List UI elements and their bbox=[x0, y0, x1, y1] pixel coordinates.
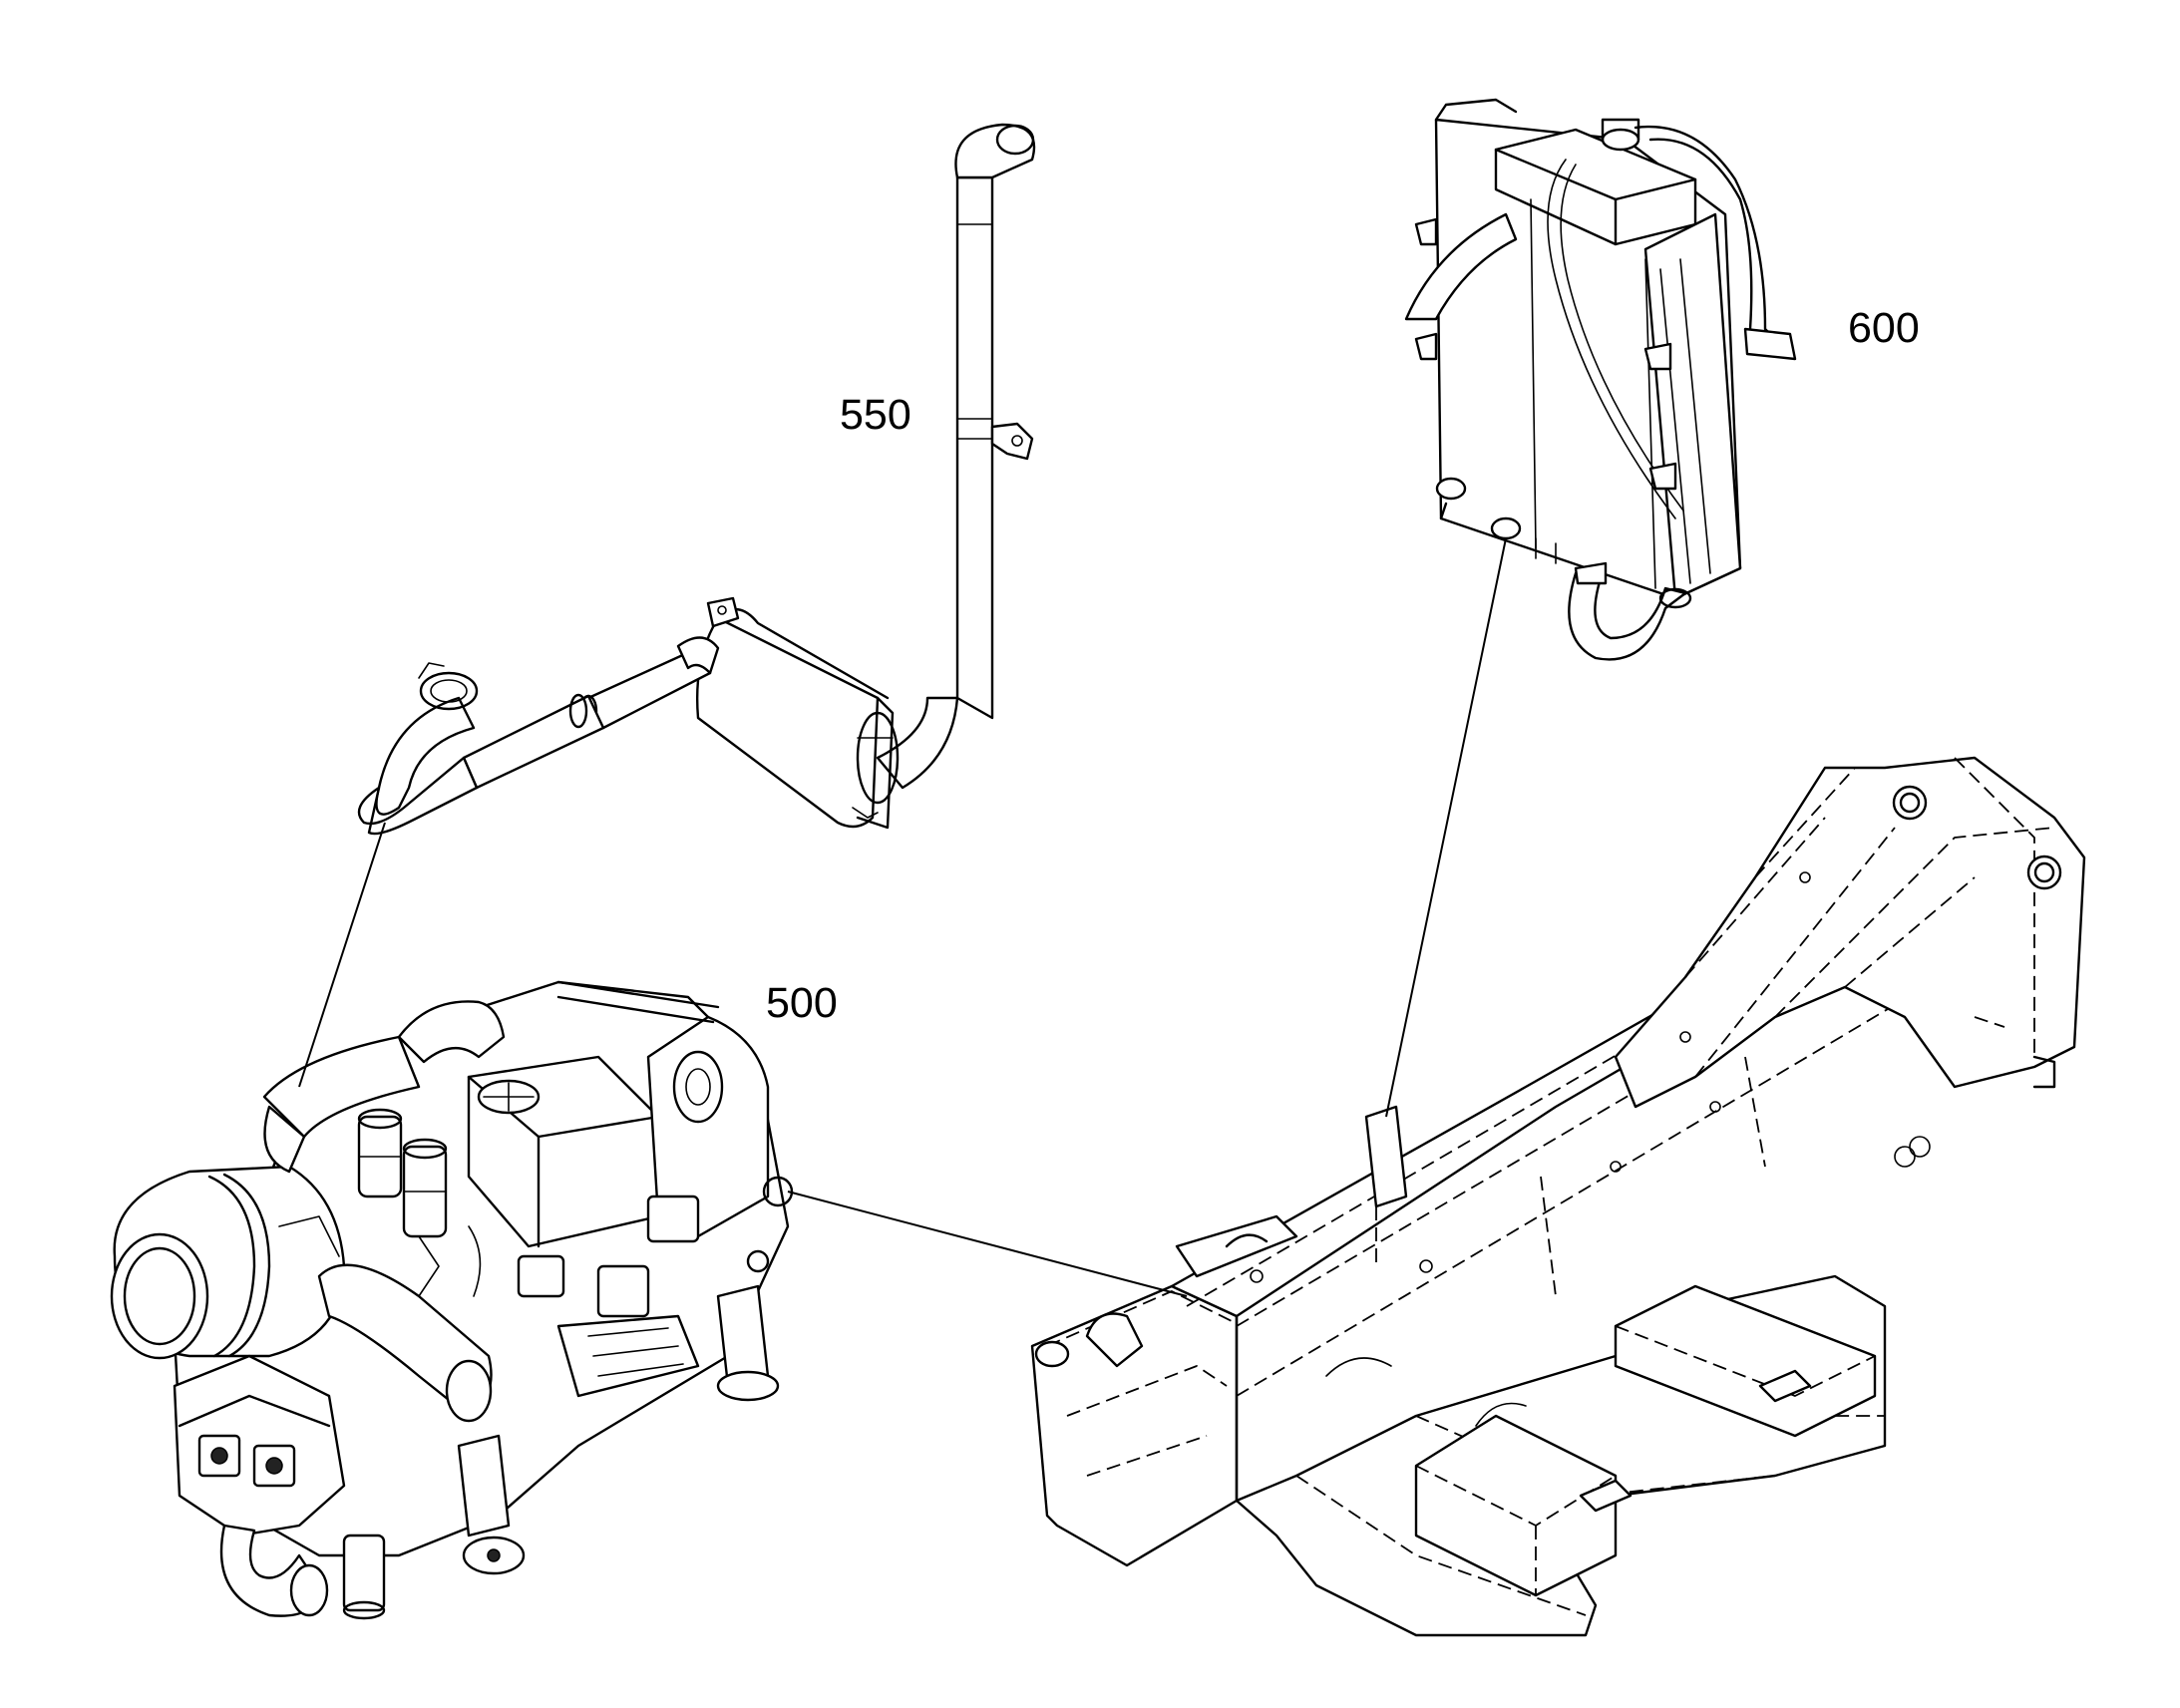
exhaust-assembly bbox=[357, 123, 1036, 836]
leader-lines bbox=[298, 537, 1507, 1297]
chassis-frame bbox=[1030, 756, 2086, 1637]
engine-assembly bbox=[110, 980, 794, 1620]
callout-exhaust: 550 bbox=[840, 391, 911, 439]
leader-radiator-to-frame bbox=[1385, 537, 1507, 1118]
leader-engine-to-frame bbox=[787, 1191, 1188, 1297]
cooling-pack bbox=[1404, 98, 1797, 661]
callout-engine: 500 bbox=[766, 979, 838, 1027]
leader-exhaust-to-engine bbox=[298, 822, 386, 1088]
callout-radiator: 600 bbox=[1848, 304, 1920, 352]
